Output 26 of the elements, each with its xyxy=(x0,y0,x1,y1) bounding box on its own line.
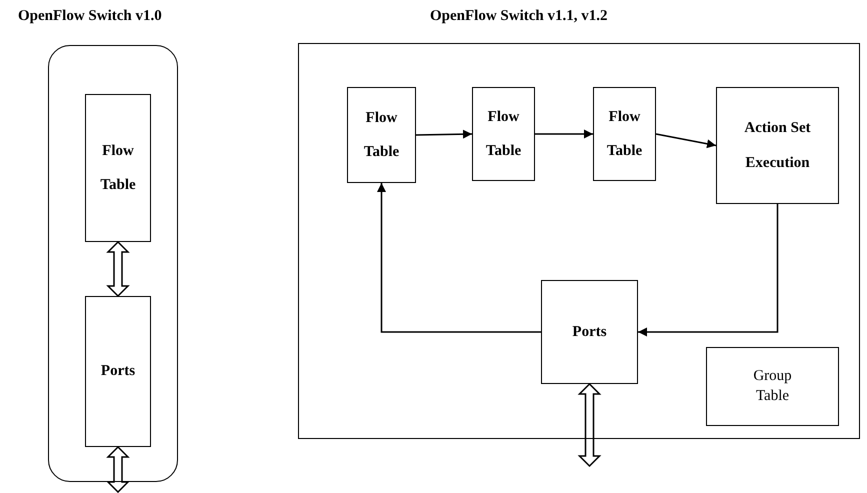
table-box xyxy=(593,87,656,181)
table-box xyxy=(85,94,151,242)
box-label: Group Table xyxy=(752,367,793,406)
box-label: Ports xyxy=(100,362,136,382)
arrow xyxy=(656,133,716,148)
box-label: Flow Table xyxy=(99,142,137,195)
switch-title: OpenFlow Switch v1.1, v1.2 xyxy=(430,8,608,25)
arrow xyxy=(535,130,593,138)
switch-title: OpenFlow Switch v1.0 xyxy=(18,8,162,25)
table-box xyxy=(347,87,416,183)
double-arrow xyxy=(106,240,130,298)
table-box xyxy=(541,280,638,384)
arrow xyxy=(416,130,472,139)
box-label: Action Set Execution xyxy=(743,119,812,172)
double-arrow xyxy=(578,382,602,468)
arrow xyxy=(377,183,541,333)
arrow xyxy=(638,204,778,336)
table-box xyxy=(85,296,151,447)
box-label: Ports xyxy=(572,322,607,342)
box-label: Flow Table xyxy=(484,108,522,161)
table-box xyxy=(706,347,839,426)
double-arrow xyxy=(106,446,130,493)
box-label: Flow Table xyxy=(606,108,644,161)
table-box xyxy=(472,87,535,181)
table-box xyxy=(716,87,839,204)
box-label: Flow Table xyxy=(362,108,400,162)
